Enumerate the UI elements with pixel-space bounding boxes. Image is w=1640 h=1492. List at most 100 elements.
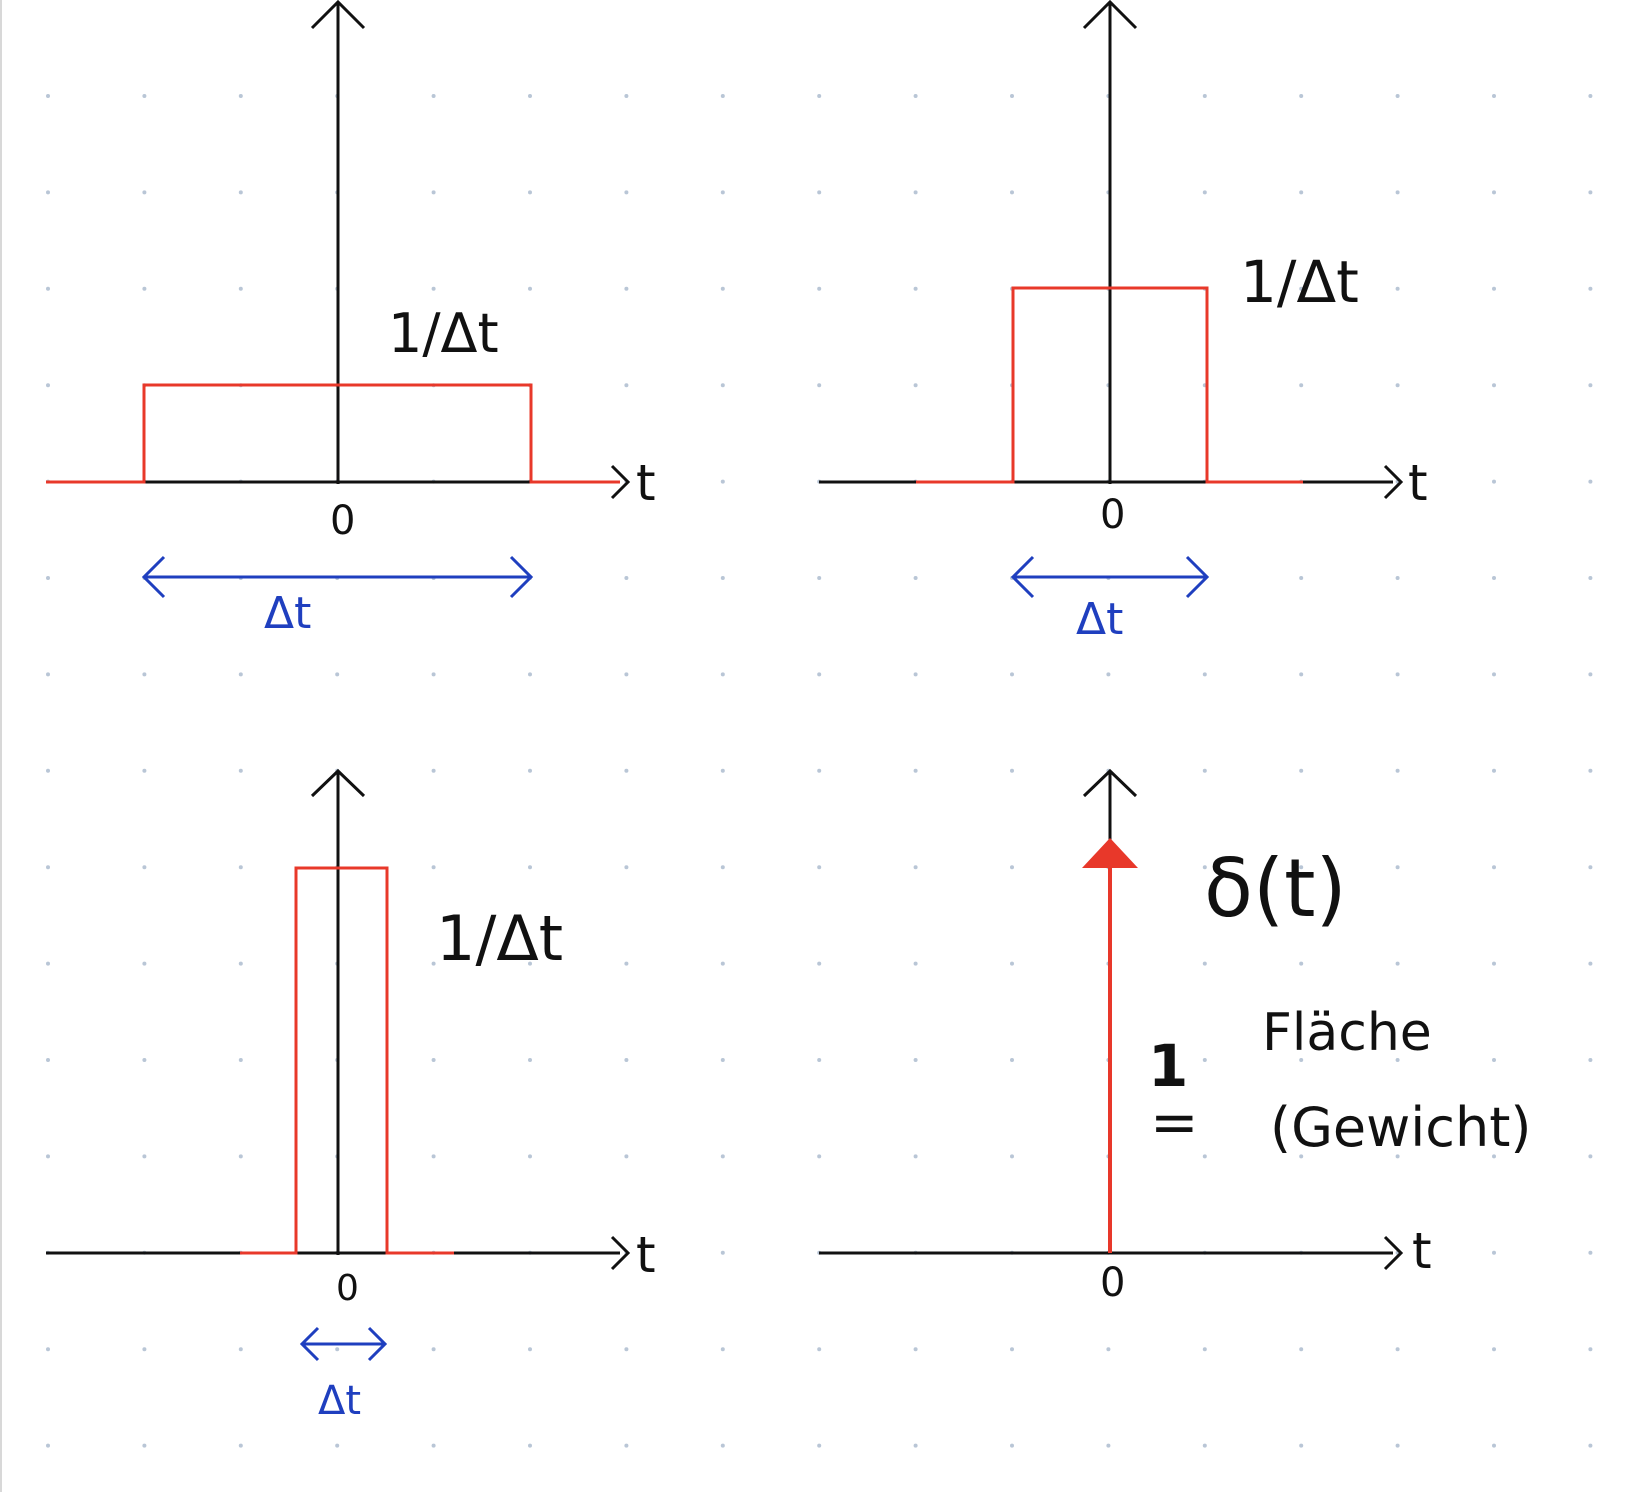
grid-dot	[1395, 865, 1400, 870]
grid-dot	[1010, 672, 1014, 677]
grid-dot	[238, 1443, 243, 1448]
grid-dot	[1202, 961, 1207, 966]
grid-dot	[142, 1058, 147, 1062]
grid-dot	[1299, 865, 1304, 870]
grid-dot	[1202, 1058, 1207, 1062]
grid-dot	[1202, 672, 1207, 677]
grid-dot	[431, 1443, 436, 1448]
grid-dot	[528, 1347, 532, 1352]
grid-dot	[1492, 672, 1496, 677]
grid-dot	[1492, 1058, 1496, 1062]
grid-dot	[1588, 1347, 1593, 1352]
grid-dot	[1492, 768, 1496, 773]
grid-dot	[46, 383, 50, 388]
grid-dot	[238, 961, 243, 966]
width-marker-left-arrow	[141, 555, 166, 599]
grid-dot	[720, 1154, 725, 1159]
grid-dot	[46, 94, 50, 98]
grid-dot	[1588, 286, 1593, 291]
grid-dot	[142, 1154, 147, 1159]
grid-dot	[1492, 286, 1496, 291]
grid-dot	[431, 1347, 436, 1352]
grid-dot	[1395, 1347, 1400, 1352]
grid-dot	[624, 383, 629, 388]
grid-dot	[1010, 865, 1014, 870]
grid-dot	[1588, 479, 1593, 484]
t-axis-arrowhead	[610, 1235, 631, 1271]
grid-dot	[913, 1347, 918, 1352]
grid-dot	[46, 190, 50, 195]
grid-dot	[1106, 1443, 1111, 1448]
grid-dot	[1395, 1058, 1400, 1062]
grid-dot	[431, 865, 436, 870]
grid-dot	[1492, 1154, 1496, 1159]
grid-dot	[238, 1154, 243, 1159]
width-marker-right-arrow	[1185, 555, 1210, 599]
grid-dot	[1492, 1347, 1496, 1352]
axis-label-t: t	[636, 454, 656, 512]
grid-dot	[1588, 190, 1593, 195]
grid-dot	[1202, 1154, 1207, 1159]
t-axis-arrowhead	[610, 464, 631, 500]
grid-dot	[1202, 190, 1207, 195]
width-label: Δt	[264, 588, 311, 639]
grid-dot	[1010, 94, 1014, 98]
grid-dot	[46, 286, 50, 291]
grid-dot	[1395, 383, 1400, 388]
grid-dot	[817, 1058, 822, 1062]
grid-dot	[142, 190, 147, 195]
grid-dot	[817, 94, 822, 98]
grid-dot	[46, 1058, 50, 1062]
grid-dot	[720, 1250, 725, 1255]
grid-dot	[817, 190, 822, 195]
grid-dot	[335, 672, 340, 677]
grid-dot	[817, 768, 822, 773]
grid-dot	[1395, 961, 1400, 966]
grid-dot	[431, 961, 436, 966]
rect-pulse	[916, 286, 1303, 484]
grid-dot	[1395, 672, 1400, 677]
grid-dot	[720, 865, 725, 870]
grid-dot	[913, 1058, 918, 1062]
grid-dot	[1202, 865, 1207, 870]
axis-label-t: t	[1408, 454, 1428, 512]
vertical-axis-arrowhead	[310, 0, 366, 30]
grid-dot	[624, 1443, 629, 1448]
origin-label: 0	[336, 1268, 359, 1309]
grid-dot	[335, 1347, 340, 1352]
grid-dot	[817, 1154, 822, 1159]
grid-dot	[431, 94, 436, 98]
equals-sign: =	[1150, 1088, 1199, 1156]
grid-dot	[1395, 286, 1400, 291]
grid-dot	[1299, 961, 1304, 966]
grid-dot	[913, 383, 918, 388]
grid-dot	[1010, 961, 1014, 966]
grid-dot	[913, 768, 918, 773]
grid-dot	[1010, 1154, 1014, 1159]
grid-dot	[817, 576, 822, 580]
grid-dot	[1010, 190, 1014, 195]
grid-dot	[913, 1154, 918, 1159]
origin-label: 0	[330, 498, 355, 544]
grid-dot	[1202, 1443, 1207, 1448]
grid-dot	[142, 286, 147, 291]
impulse-label: δ(t)	[1204, 842, 1347, 935]
grid-dot	[1202, 1347, 1207, 1352]
grid-dot	[1588, 1154, 1593, 1159]
grid-dot	[720, 672, 725, 677]
grid-dot	[720, 479, 725, 484]
grid-dot	[624, 1058, 629, 1062]
grid-dot	[1010, 1347, 1014, 1352]
grid-dot	[1588, 865, 1593, 870]
grid-dot	[1588, 1058, 1593, 1062]
grid-dot	[1299, 768, 1304, 773]
grid-dot	[624, 190, 629, 195]
grid-dot	[624, 961, 629, 966]
grid-dot	[431, 286, 436, 291]
height-label: 1/Δt	[1240, 248, 1359, 316]
grid-dot	[1588, 383, 1593, 388]
grid-dot	[431, 1058, 436, 1062]
grid-dot	[913, 576, 918, 580]
grid-dot	[1588, 576, 1593, 580]
